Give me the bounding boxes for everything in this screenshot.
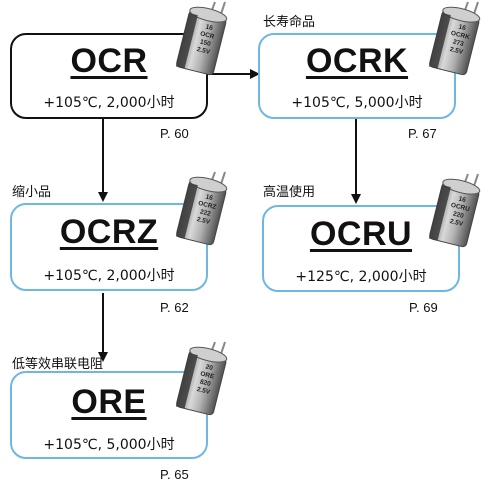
svg-text:2.5V: 2.5V	[196, 46, 211, 56]
node-ocrk: OCRK +105℃, 5,000小时	[258, 33, 456, 119]
node-ocr: OCR +105℃, 2,000小时	[10, 33, 208, 119]
svg-text:2.5V: 2.5V	[449, 218, 464, 228]
svg-text:OCRK: OCRK	[450, 30, 471, 41]
svg-text:16: 16	[205, 23, 214, 32]
category-label-ocru: 高温使用	[263, 185, 316, 200]
series-name: OCR	[70, 42, 148, 80]
svg-text:150: 150	[199, 39, 212, 49]
svg-text:OCRU: OCRU	[450, 202, 471, 213]
svg-text:2.5V: 2.5V	[196, 216, 211, 226]
series-name: OCRK	[305, 42, 409, 80]
series-name: OCRZ	[59, 213, 159, 251]
series-name: OCRU	[309, 215, 413, 253]
svg-text:16: 16	[458, 23, 467, 32]
svg-text:OCRZ: OCRZ	[197, 200, 217, 211]
svg-text:OCR: OCR	[199, 30, 215, 40]
series-spec: +105℃, 2,000小时	[43, 268, 175, 284]
page-ref-ore: P. 65	[160, 467, 189, 482]
category-label-ore: 低等效串联电阻	[12, 357, 104, 372]
svg-text:222: 222	[199, 209, 212, 219]
node-ocru: OCRU +125℃, 2,000小时	[262, 205, 460, 292]
svg-text:220: 220	[452, 211, 465, 221]
svg-text:2.5V: 2.5V	[449, 46, 464, 56]
page-ref-ocrz: P. 62	[160, 300, 189, 315]
series-spec: +105℃, 5,000小时	[43, 437, 175, 453]
series-spec: +105℃, 2,000小时	[43, 95, 175, 111]
page-ref-ocrk: P. 67	[408, 126, 437, 141]
node-ocrz: OCRZ +105℃, 2,000小时	[10, 203, 208, 291]
series-spec: +125℃, 2,000小时	[295, 269, 427, 285]
page-ref-ocru: P. 69	[409, 300, 438, 315]
svg-text:16: 16	[458, 195, 467, 204]
svg-text:820: 820	[199, 379, 212, 389]
svg-text:ORE: ORE	[200, 370, 216, 380]
page-ref-ocr: P. 60	[160, 126, 189, 141]
svg-text:2.5V: 2.5V	[196, 386, 211, 396]
series-name: ORE	[71, 383, 147, 421]
svg-text:273: 273	[452, 39, 465, 49]
node-ore: ORE +105℃, 5,000小时	[10, 371, 208, 459]
category-label-ocrk: 长寿命品	[263, 15, 316, 30]
svg-text:20: 20	[205, 363, 214, 372]
svg-text:16: 16	[205, 193, 214, 202]
category-label-ocrz: 缩小品	[12, 185, 52, 200]
series-spec: +105℃, 5,000小时	[291, 95, 423, 111]
